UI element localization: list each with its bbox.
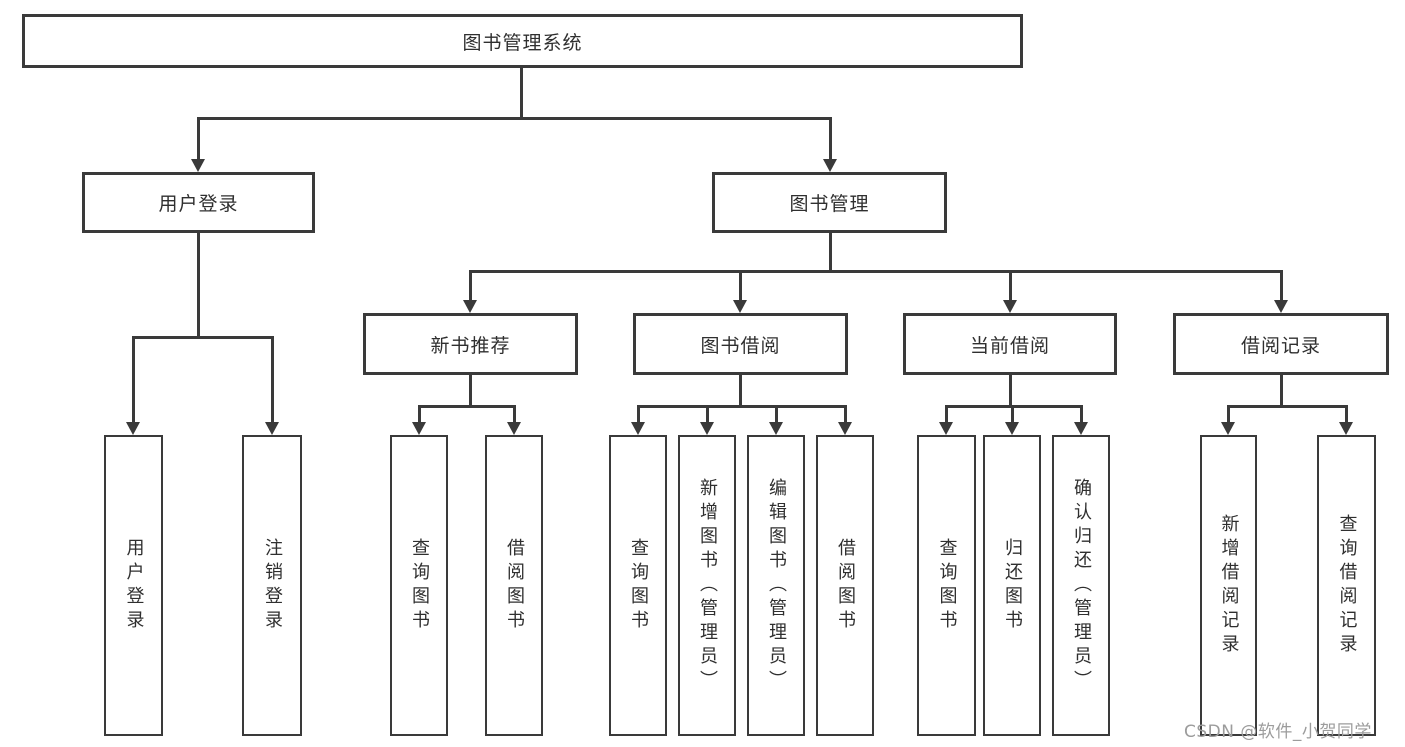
connector-line: [1280, 375, 1283, 405]
arrow-down-icon: [507, 422, 521, 435]
connector-line: [1011, 405, 1014, 422]
arrow-down-icon: [1339, 422, 1353, 435]
arrow-down-icon: [700, 422, 714, 435]
leaf-query-borrow-record: 查询借阅记录: [1317, 435, 1376, 736]
connector-line: [945, 405, 1083, 408]
node-user-login: 用户登录: [82, 172, 315, 233]
node-borrowing-records: 借阅记录: [1173, 313, 1389, 375]
arrow-down-icon: [265, 422, 279, 435]
node-current-borrowing: 当前借阅: [903, 313, 1117, 375]
node-book-borrowing: 图书借阅: [633, 313, 848, 375]
connector-line: [1227, 405, 1348, 408]
connector-line: [739, 375, 742, 405]
leaf-query-books-current: 查询图书: [917, 435, 976, 736]
connector-line: [197, 233, 200, 336]
arrow-down-icon: [126, 422, 140, 435]
leaf-confirm-return-admin: 确认归还（管理员）: [1052, 435, 1110, 736]
leaf-borrow-books-borrowing: 借阅图书: [816, 435, 874, 736]
connector-line: [1280, 270, 1283, 300]
arrow-down-icon: [823, 159, 837, 172]
leaf-query-books-borrowing: 查询图书: [609, 435, 667, 736]
leaf-edit-book-admin: 编辑图书（管理员）: [747, 435, 805, 736]
connector-line: [775, 405, 778, 422]
arrow-down-icon: [412, 422, 426, 435]
connector-line: [1345, 405, 1348, 422]
arrow-down-icon: [1003, 300, 1017, 313]
connector-line: [739, 270, 742, 300]
connector-line: [271, 336, 274, 422]
node-book-management: 图书管理: [712, 172, 947, 233]
connector-line: [197, 117, 832, 120]
connector-line: [637, 405, 640, 422]
arrow-down-icon: [463, 300, 477, 313]
connector-line: [513, 405, 516, 422]
connector-line: [469, 270, 472, 300]
connector-line: [1227, 405, 1230, 422]
arrow-down-icon: [1221, 422, 1235, 435]
connector-line: [469, 375, 472, 405]
connector-line: [1009, 270, 1012, 300]
connector-line: [1080, 405, 1083, 422]
leaf-logout: 注销登录: [242, 435, 302, 736]
leaf-borrow-books-recommend: 借阅图书: [485, 435, 543, 736]
arrow-down-icon: [769, 422, 783, 435]
connector-line: [844, 405, 847, 422]
arrow-down-icon: [939, 422, 953, 435]
arrow-down-icon: [631, 422, 645, 435]
arrow-down-icon: [1274, 300, 1288, 313]
node-library-management-system: 图书管理系统: [22, 14, 1023, 68]
leaf-user-login: 用户登录: [104, 435, 163, 736]
connector-line: [1009, 375, 1012, 405]
arrow-down-icon: [1005, 422, 1019, 435]
connector-line: [197, 117, 200, 159]
connector-line: [706, 405, 709, 422]
connector-line: [132, 336, 135, 422]
connector-line: [418, 405, 516, 408]
connector-line: [829, 117, 832, 159]
leaf-return-books: 归还图书: [983, 435, 1041, 736]
arrow-down-icon: [1074, 422, 1088, 435]
leaf-add-book-admin: 新增图书（管理员）: [678, 435, 736, 736]
arrow-down-icon: [838, 422, 852, 435]
leaf-add-borrow-record: 新增借阅记录: [1200, 435, 1257, 736]
connector-line: [469, 270, 1283, 273]
connector-line: [418, 405, 421, 422]
connector-line: [637, 405, 847, 408]
node-new-book-recommend: 新书推荐: [363, 313, 578, 375]
connector-line: [520, 68, 523, 117]
watermark: CSDN @软件_小贺同学: [1184, 722, 1372, 742]
connector-line: [829, 233, 832, 270]
arrow-down-icon: [733, 300, 747, 313]
arrow-down-icon: [191, 159, 205, 172]
leaf-query-books-recommend: 查询图书: [390, 435, 448, 736]
connector-line: [945, 405, 948, 422]
connector-line: [132, 336, 274, 339]
